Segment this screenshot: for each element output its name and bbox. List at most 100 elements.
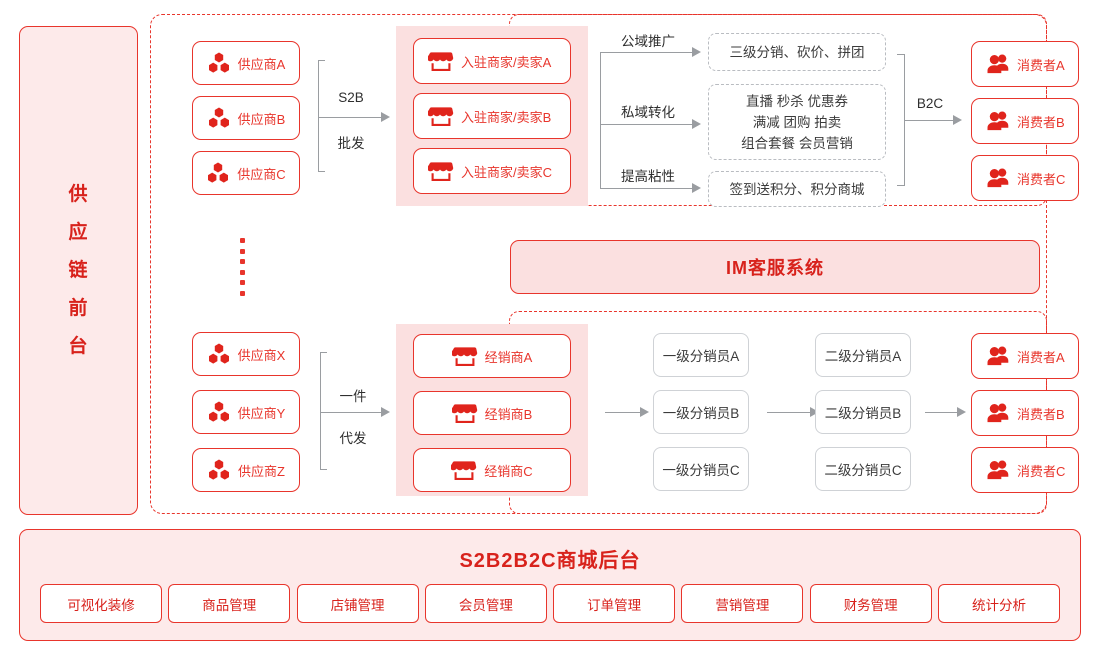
branch-arrow-line-2 <box>600 124 693 126</box>
ellipsis-dot <box>240 248 245 254</box>
seller-card-b[interactable]: 入驻商家/卖家B <box>413 93 571 139</box>
storefront-icon <box>428 159 454 183</box>
storefront-icon <box>451 401 478 425</box>
storefront-icon <box>428 49 454 73</box>
user-group-icon <box>986 53 1010 75</box>
backend-module-visual-decoration[interactable]: 可视化装修 <box>40 584 162 623</box>
backend-module-order-management[interactable]: 订单管理 <box>553 584 676 623</box>
consumer-card-top-b[interactable]: 消费者B <box>971 98 1079 144</box>
branch-spine <box>600 52 602 189</box>
consumer-card-bottom-a[interactable]: 消费者A <box>971 333 1079 379</box>
level1-agent-card-b[interactable]: 一级分销员B <box>653 390 749 434</box>
backend-module-label: 会员管理 <box>458 597 513 613</box>
backend-module-label: 商品管理 <box>202 597 257 613</box>
level1-agent-card-c[interactable]: 一级分销员C <box>653 447 749 491</box>
backend-panel-title: S2B2B2C商城后台 <box>459 550 641 572</box>
s2b-bracket-top <box>318 60 325 62</box>
banner-char: 供 <box>68 183 89 205</box>
supplier-card-a[interactable]: 供应商A <box>192 41 300 85</box>
marketing-box-conversion-line2: 满减 团购 拍卖 <box>752 114 842 130</box>
level1-agent-card-a[interactable]: 一级分销员A <box>653 333 749 377</box>
level1-agent-card-a-label: 一级分销员A <box>662 349 740 364</box>
supplier-card-b-label: 供应商B <box>237 111 286 127</box>
level2-agent-card-b[interactable]: 二级分销员B <box>815 390 911 434</box>
b2c-label: B2C <box>916 96 944 111</box>
backend-module-label: 统计分析 <box>971 597 1026 613</box>
backend-module-member-management[interactable]: 会员管理 <box>424 584 547 623</box>
backend-module-label: 财务管理 <box>843 597 898 613</box>
s2b-label-line1: S2B <box>338 90 364 105</box>
hexagon-cluster-icon <box>206 162 230 184</box>
consumer-card-bottom-c[interactable]: 消费者C <box>971 447 1079 493</box>
banner-char: 前 <box>68 297 89 319</box>
level2-to-consumer-arrow-head <box>957 407 966 417</box>
im-customer-service-bar[interactable]: IM客服系统 <box>510 240 1040 294</box>
marketing-box-conversion[interactable]: 直播 秒杀 优惠券 满减 团购 拍卖 组合套餐 会员营销 <box>708 84 886 160</box>
hexagon-cluster-icon <box>207 343 231 365</box>
seller-card-c[interactable]: 入驻商家/卖家C <box>413 148 571 194</box>
consumer-card-top-c[interactable]: 消费者C <box>971 155 1079 201</box>
b2c-arrow-line <box>904 120 954 122</box>
hexagon-cluster-icon <box>207 401 231 423</box>
backend-module-finance-management[interactable]: 财务管理 <box>809 584 932 623</box>
supplier-card-c-label: 供应商C <box>237 166 286 182</box>
dropship-label-line2: 代发 <box>339 431 367 446</box>
supplier-card-z-label: 供应商Z <box>238 463 285 479</box>
marketing-box-conversion-line3: 组合套餐 会员营销 <box>741 135 853 151</box>
hexagon-cluster-icon <box>207 107 231 129</box>
s2b-label-line2: 批发 <box>337 136 365 151</box>
storefront-icon <box>451 344 478 368</box>
banner-char: 应 <box>68 221 89 243</box>
seller-card-c-label: 入驻商家/卖家C <box>461 164 553 180</box>
consumer-card-top-a[interactable]: 消费者A <box>971 41 1079 87</box>
dropship-bracket-spine <box>320 352 322 470</box>
supplier-card-c[interactable]: 供应商C <box>192 151 300 195</box>
level2-agent-card-a[interactable]: 二级分销员A <box>815 333 911 377</box>
s2b-arrow-head <box>381 112 390 122</box>
consumer-card-bottom-b-label: 消费者B <box>1017 406 1065 422</box>
backend-module-store-management[interactable]: 店铺管理 <box>296 584 419 623</box>
seller-card-a-label: 入驻商家/卖家A <box>461 54 552 70</box>
backend-module-product-management[interactable]: 商品管理 <box>168 584 291 623</box>
im-customer-service-label: IM客服系统 <box>726 258 824 278</box>
marketing-box-distribution-label: 三级分销、砍价、拼团 <box>729 44 865 60</box>
dropship-arrow-head <box>381 407 390 417</box>
s2b-bracket-bottom <box>318 171 325 173</box>
b2c-arrow-head <box>953 115 962 125</box>
user-group-icon <box>986 345 1010 367</box>
level2-to-consumer-line <box>925 412 958 414</box>
backend-module-label: 订单管理 <box>587 597 642 613</box>
dealer-card-a[interactable]: 经销商A <box>413 334 571 378</box>
seller-card-a[interactable]: 入驻商家/卖家A <box>413 38 571 84</box>
branch-arrow-head-3 <box>692 183 701 193</box>
backend-module-label: 营销管理 <box>715 597 770 613</box>
marketing-box-distribution[interactable]: 三级分销、砍价、拼团 <box>708 33 886 71</box>
dealer-card-c[interactable]: 经销商C <box>413 448 571 492</box>
supplier-card-x[interactable]: 供应商X <box>192 332 300 376</box>
consumer-card-bottom-b[interactable]: 消费者B <box>971 390 1079 436</box>
supplier-card-y-label: 供应商Y <box>237 405 286 421</box>
branch-arrow-line-1 <box>600 52 693 54</box>
supplier-card-x-label: 供应商X <box>237 347 286 363</box>
branch-label-stickiness: 提高粘性 <box>621 169 675 184</box>
backend-module-statistics-analysis[interactable]: 统计分析 <box>937 584 1060 623</box>
dealer-card-b[interactable]: 经销商B <box>413 391 571 435</box>
consumer-card-bottom-c-label: 消费者C <box>1017 463 1066 479</box>
dealer-card-b-label: 经销商B <box>484 406 533 422</box>
b2c-bracket-bottom <box>897 185 905 187</box>
storefront-icon <box>428 104 454 128</box>
supplier-card-y[interactable]: 供应商Y <box>192 390 300 434</box>
user-group-icon <box>986 402 1010 424</box>
s2b-arrow-line <box>318 117 382 119</box>
branch-label-private-domain: 私域转化 <box>621 105 675 120</box>
level1-to-level2-arrow-head <box>810 407 819 417</box>
supplier-card-z[interactable]: 供应商Z <box>192 448 300 492</box>
level2-agent-card-c[interactable]: 二级分销员C <box>815 447 911 491</box>
marketing-box-points-label: 签到送积分、积分商城 <box>729 181 865 197</box>
backend-module-marketing-management[interactable]: 营销管理 <box>681 584 804 623</box>
supplier-card-b[interactable]: 供应商B <box>192 96 300 140</box>
ellipsis-dot <box>240 259 245 265</box>
level2-agent-card-b-label: 二级分销员B <box>824 406 902 421</box>
marketing-box-points[interactable]: 签到送积分、积分商城 <box>708 171 886 207</box>
branch-label-public-domain: 公域推广 <box>621 34 675 49</box>
